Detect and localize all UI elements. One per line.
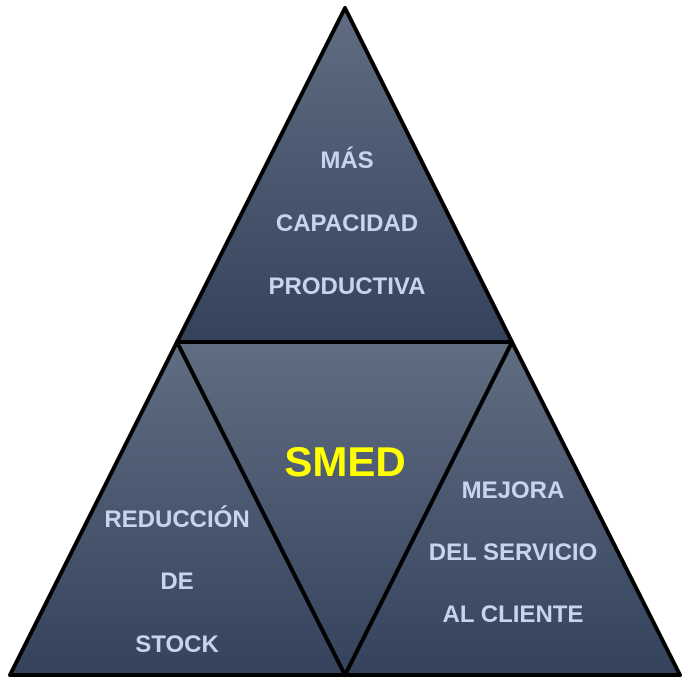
- right-label-line-2: DEL SERVICIO: [429, 539, 598, 566]
- top-label-line-2: CAPACIDAD: [276, 210, 418, 237]
- right-label-line-3: AL CLIENTE: [443, 601, 584, 628]
- right-label-line-1: MEJORA: [462, 477, 565, 504]
- left-label-line-1: REDUCCIÓN: [104, 505, 249, 533]
- top-label-line-3: PRODUCTIVA: [269, 273, 426, 300]
- left-label-line-2: DE: [160, 568, 193, 595]
- left-label-line-3: STOCK: [135, 631, 219, 658]
- top-label-line-1: MÁS: [320, 146, 373, 174]
- center-label: SMED: [284, 438, 405, 485]
- center-triangle: [175, 340, 514, 677]
